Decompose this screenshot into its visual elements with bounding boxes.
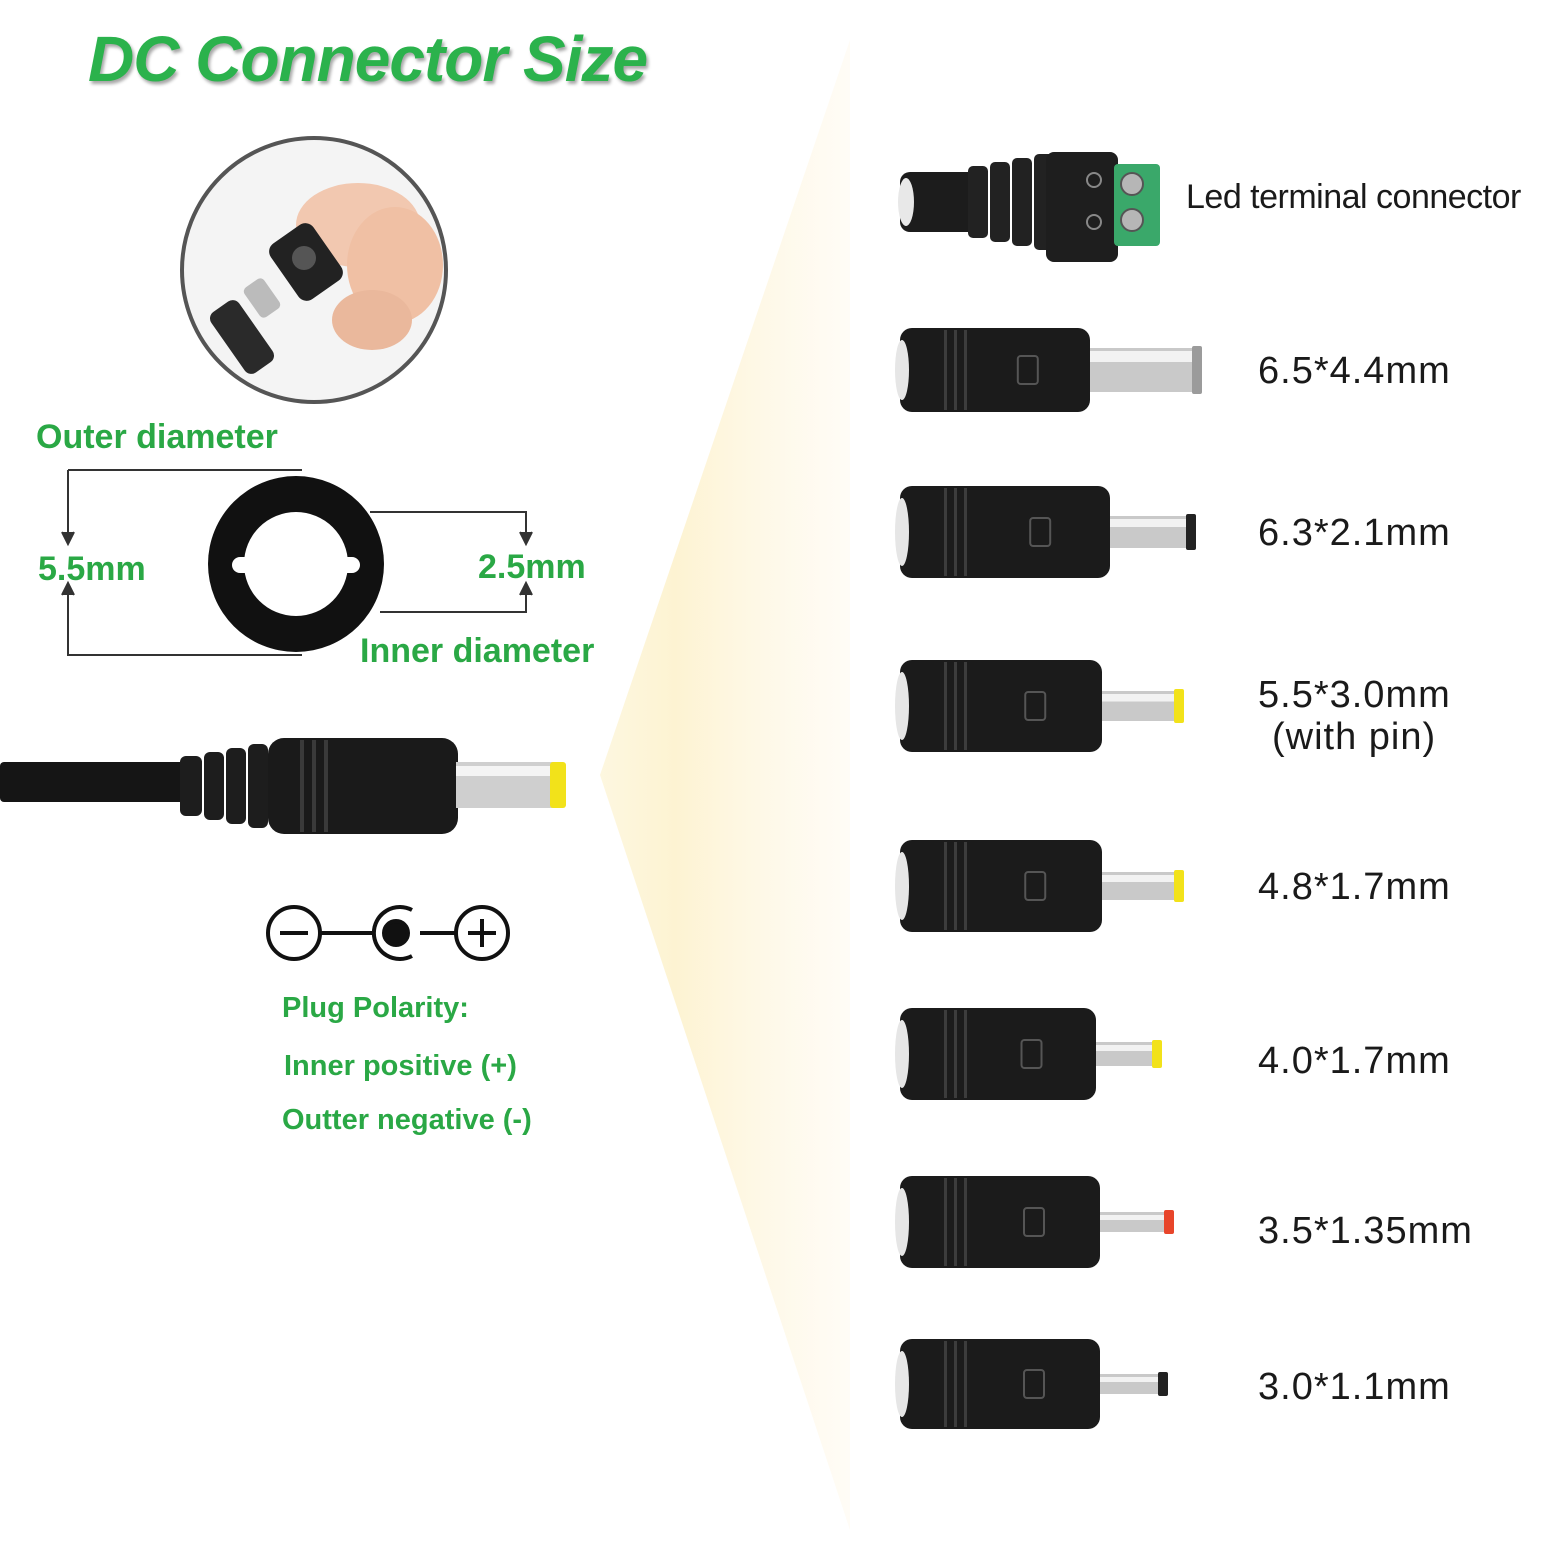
adapter-plug-3: [895, 660, 1184, 752]
connector-label-terminal: Led terminal connector: [1186, 178, 1521, 216]
terminal-connector-graphic: [898, 152, 1160, 262]
connector-label-5-5: 5.5*3.0mm: [1258, 674, 1451, 716]
dc-plug-cable: [0, 738, 566, 834]
page-title: DC Connector Size: [88, 23, 648, 95]
adapter-plug-1: [895, 328, 1202, 412]
outer-diameter-value: 5.5mm: [38, 550, 146, 588]
connector-label-4-8: 4.8*1.7mm: [1258, 866, 1451, 908]
connector-label-4-0: 4.0*1.7mm: [1258, 1040, 1451, 1082]
polarity-symbol: [266, 905, 510, 961]
polarity-heading: Plug Polarity:: [282, 992, 469, 1024]
adapter-plug-2: [895, 486, 1196, 578]
adapter-plug-5: [895, 1008, 1162, 1100]
hand-photo-circle: [180, 136, 448, 404]
diameter-diagram: [61, 469, 533, 656]
polarity-inner: Inner positive (+): [284, 1050, 517, 1082]
connector-label-3-5: 3.5*1.35mm: [1258, 1210, 1473, 1252]
polarity-outer: Outter negative (-): [282, 1104, 532, 1136]
outer-diameter-label: Outer diameter: [36, 418, 278, 456]
connector-cross-section: [208, 476, 384, 652]
connector-label-5-5-note: (with pin): [1272, 716, 1437, 758]
adapter-plug-7: [895, 1339, 1168, 1429]
adapter-plug-4: [895, 840, 1184, 932]
connector-label-3-0: 3.0*1.1mm: [1258, 1366, 1451, 1408]
inner-diameter-value: 2.5mm: [478, 548, 586, 586]
adapter-plug-6: [895, 1176, 1174, 1268]
connector-label-6-5: 6.5*4.4mm: [1258, 350, 1451, 392]
connector-label-6-3: 6.3*2.1mm: [1258, 512, 1451, 554]
inner-diameter-label: Inner diameter: [360, 632, 595, 670]
